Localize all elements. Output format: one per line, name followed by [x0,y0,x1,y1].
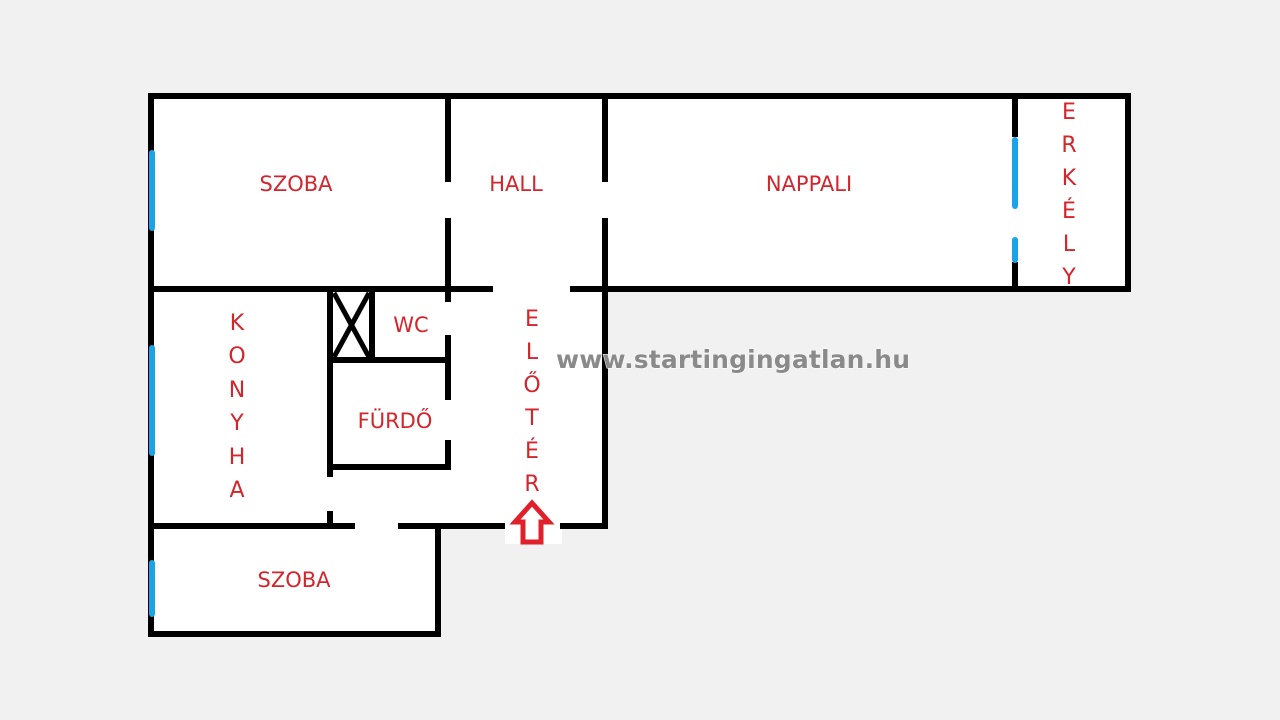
letter: É [1062,198,1076,224]
letter: L [1063,232,1076,257]
entrance-arrow-icon [509,499,555,545]
letter: R [524,472,539,497]
room-label-konyha: K O N Y H A [228,311,245,503]
room-label-erkely: E R K É L Y [1061,100,1077,290]
letter: K [1062,166,1077,191]
room-label-wc: WC [393,313,428,337]
letter: K [230,311,245,336]
letter: R [1061,133,1076,158]
letter: Ő [523,372,540,398]
walls [148,93,1131,637]
toilet-icon [331,291,372,359]
room-label-nappali: NAPPALI [766,172,852,196]
room-fills [151,96,1128,634]
room-label-szoba-top: SZOBA [259,172,333,196]
letter: E [1062,100,1076,125]
letter: L [526,340,539,365]
letter: É [525,438,539,464]
letter: Y [229,411,244,436]
letter: H [229,445,246,470]
letter: N [229,378,245,403]
letter: E [525,307,539,332]
room-label-hall: HALL [489,172,543,196]
windows [149,137,1018,617]
letter: T [524,406,539,431]
watermark: www.startingingatlan.hu [556,345,910,374]
letter: O [228,344,245,369]
letter: Y [1061,265,1076,290]
room-label-eloter: E L Ő T É R [523,307,540,497]
room-label-furdo: FÜRDŐ [358,408,433,433]
room-label-szoba-bottom: SZOBA [257,568,331,592]
letter: A [229,478,244,503]
